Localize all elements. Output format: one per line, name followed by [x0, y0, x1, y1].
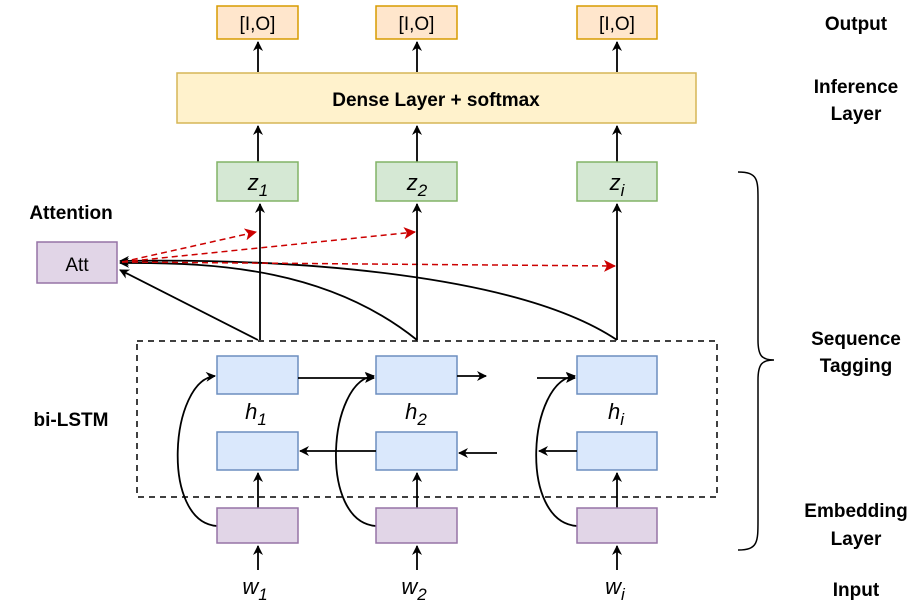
embedding-label-line2: Layer [831, 529, 882, 550]
z-2-symbol: z [406, 170, 418, 195]
h-i-symbol: h [608, 399, 620, 424]
w-1-symbol: w [242, 574, 260, 599]
w-i-symbol: w [605, 574, 623, 599]
z-box-1: z1 [216, 161, 299, 202]
dense-to-output-arrows [253, 41, 622, 72]
z-to-dense-arrows [253, 125, 622, 162]
svg-text:h1: h1 [245, 399, 267, 429]
svg-text:wi: wi [605, 574, 626, 604]
forward-lstm-cell-i [576, 355, 658, 395]
dense-layer-label: Dense Layer + softmax [332, 90, 540, 111]
sequence-tagging-label-line1: Sequence [811, 329, 901, 350]
h-2-subscript: 2 [416, 410, 427, 429]
svg-text:w2: w2 [401, 574, 427, 604]
output-box-i: [I,O] [576, 5, 658, 40]
embedding-label-line1: Embedding [804, 501, 907, 522]
z-box-i: zi [576, 161, 658, 202]
z-i-symbol: z [609, 170, 621, 195]
att-box: Att [36, 241, 118, 284]
h-i-subscript: i [620, 410, 625, 429]
z-2-subscript: 2 [417, 181, 428, 200]
output-box-i-label: [I,O] [599, 14, 635, 35]
svg-text:zi: zi [609, 170, 626, 200]
embedding-box-i [576, 507, 658, 544]
attention-title: Attention [29, 203, 112, 224]
output-box-2-label: [I,O] [399, 14, 435, 35]
output-box-1-label: [I,O] [240, 14, 276, 35]
w-2-symbol: w [401, 574, 419, 599]
input-label: Input [833, 580, 880, 601]
w-2-subscript: 2 [416, 585, 427, 604]
output-box-1: [I,O] [216, 5, 299, 40]
bilstm-region [136, 340, 718, 498]
inference-label-line1: Inference [814, 77, 898, 98]
embedding-to-lstm-arrows [253, 472, 622, 508]
forward-lstm-cell-1 [216, 355, 299, 395]
sequence-tagging-bracket [737, 171, 775, 551]
z-i-subscript: i [621, 181, 626, 200]
inference-label-line2: Layer [831, 104, 882, 125]
z-1-subscript: 1 [259, 181, 268, 200]
attention-weight-arrows [121, 227, 616, 272]
svg-text:hi: hi [608, 399, 625, 429]
w-i-subscript: i [621, 585, 626, 604]
h-to-z-arrows [255, 203, 622, 340]
bilstm-label: bi-LSTM [34, 410, 109, 431]
att-box-label: Att [65, 255, 89, 276]
z-1-symbol: z [247, 170, 259, 195]
z-box-2: z2 [375, 161, 458, 202]
embedding-skip-arrows [176, 371, 578, 527]
att-input-arrows [119, 255, 618, 341]
svg-text:h2: h2 [405, 399, 427, 429]
h-1-symbol: h [245, 399, 257, 424]
svg-text:z2: z2 [406, 170, 428, 200]
dense-layer: Dense Layer + softmax [176, 72, 697, 124]
backward-recurrence-arrows [299, 446, 577, 458]
forward-lstm-cell-2 [375, 355, 458, 395]
input-to-embedding-arrows [253, 545, 622, 570]
sequence-tagging-label-line2: Tagging [820, 356, 892, 377]
backward-lstm-cell-2 [375, 431, 458, 471]
w-1-subscript: 1 [258, 585, 267, 604]
backward-lstm-cell-i [576, 431, 658, 471]
h-1-subscript: 1 [257, 410, 266, 429]
backward-lstm-cell-1 [216, 431, 299, 471]
svg-text:z1: z1 [247, 170, 268, 200]
output-box-2: [I,O] [375, 5, 458, 40]
h-2-symbol: h [405, 399, 417, 424]
embedding-box-2 [375, 507, 458, 544]
embedding-box-1 [216, 507, 299, 544]
svg-text:w1: w1 [242, 574, 267, 604]
output-label: Output [825, 14, 888, 35]
